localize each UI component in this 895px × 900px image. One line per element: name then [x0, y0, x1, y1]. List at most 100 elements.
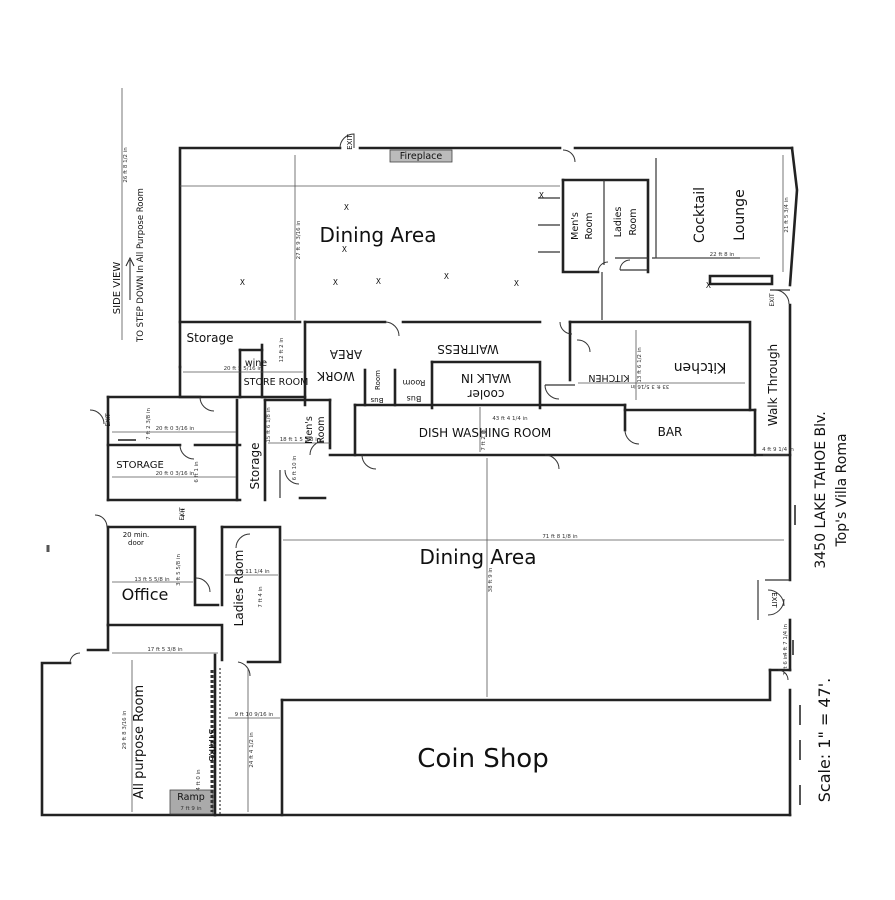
doors [69, 133, 790, 681]
dim-exit-corridor-2: 7 ft 6 in [783, 654, 789, 676]
storage-left-label: STORAGE [116, 460, 164, 471]
dim-dining-bottom-height: 38 ft 9 in [488, 567, 494, 592]
waitress-label: WAITRESS [437, 342, 498, 356]
dim-exit-corridor: 4 ft 7 1/4 in [783, 624, 789, 656]
fireplace-label: Fireplace [400, 151, 443, 162]
lounge-label: Lounge [732, 189, 748, 240]
bus-room-1-label-a: Bus [370, 396, 383, 404]
twenty-min-door-label-1: 20 min. [123, 531, 150, 539]
exit-right-top-label: EXIT [769, 293, 776, 307]
dim-cocktail-width: 22 ft 8 in [710, 252, 735, 258]
dim-ladies-width: 6 ft 11 1/4 in [234, 569, 270, 575]
x-mark: X [706, 281, 711, 290]
dim-kitchen-height: 13 ft 6 1/2 in [637, 347, 643, 383]
walk-through-label: Walk Through [766, 344, 780, 426]
wine-label: wine [245, 358, 267, 369]
dim-all-purpose-width: 17 ft 5 3/8 in [147, 647, 183, 653]
dining-area-bottom-label: Dining Area [420, 545, 537, 569]
dim-stairs-width: 9 ft 10 9/16 in [235, 712, 274, 718]
side-view-label-1: SIDE VIEW [112, 262, 123, 315]
x-mark: X [376, 277, 381, 286]
work-area-label-1: WORK [316, 369, 355, 383]
kitchen-small-label: KITCHEN [588, 372, 629, 383]
work-area-label-2: AREA [329, 347, 362, 361]
exit-right-mid-label: EXIT [770, 592, 778, 608]
bus-room-2-label-a: Bus [407, 394, 422, 403]
dining-area-top-label: Dining Area [320, 223, 437, 247]
x-mark: X [344, 203, 349, 212]
dimension-lines [112, 88, 788, 812]
dim-storage-left-width-2: 20 ft 0 3/16 in [156, 471, 195, 477]
x-mark: X [342, 245, 347, 254]
dim-dish-height: 7 ft 2 in [481, 429, 487, 451]
mens-room-mid-label-1: Men's [304, 416, 315, 444]
dim-stairs-height: 24 ft 4 1/2 in [249, 732, 255, 768]
dim-kitchen-width: 33 ft 3 5/16 in [630, 383, 669, 389]
dim-storage-left-h1: 7 ft 2 3/8 in [146, 408, 152, 440]
dim-storage-mid-height: 15 ft 6 1/8 in [266, 407, 272, 443]
bus-room-1-label-b: Room [374, 370, 382, 390]
fireplace-block [389, 149, 453, 163]
dish-washing-label: DISH WASHING ROOM [419, 426, 552, 440]
x-mark: X [539, 191, 544, 200]
column-x-marks: X X X X X X X X X [240, 191, 711, 290]
side-view-label-2: TO STEP DOWN In All Purpose Room [136, 188, 146, 343]
exit-left-label: EXIT [105, 413, 112, 427]
x-mark: X [444, 272, 449, 281]
cocktail-label: Cocktail [692, 187, 708, 243]
ramp-block [169, 789, 214, 815]
mens-room-top-label-1: Men's [570, 212, 581, 240]
window-marks [46, 439, 801, 805]
mens-room-mid-label-2: Room [316, 416, 327, 443]
dim-storage-mid-small: 6 ft 10 in [292, 455, 298, 480]
walk-in-label-2: cooler [467, 387, 504, 401]
ramp-label: Ramp [177, 792, 205, 803]
dim-dining-bottom-width: 71 ft 8 1/8 in [542, 534, 578, 540]
x-mark: X [514, 279, 519, 288]
x-mark: X [240, 278, 245, 287]
dim-ramp-width: 7 ft 9 in [180, 806, 202, 812]
twenty-min-door-label-2: door [128, 539, 144, 547]
step-down-arrow [125, 256, 135, 300]
coin-shop-label: Coin Shop [417, 744, 548, 774]
dim-all-purpose-height: 29 ft 8 3/16 in [122, 710, 128, 749]
storage-mid-label: Storage [248, 443, 262, 490]
exit-small-left-label: EXIT [179, 507, 186, 521]
dim-top-vertical: 26 ft 8 1/2 in [123, 147, 129, 183]
store-room-label: STORE ROOM [244, 377, 309, 388]
office-label: Office [122, 585, 169, 604]
dim-storage-left-h2: 6 ft 1 in [194, 461, 200, 483]
dim-walk-in: 43 ft 4 1/4 in [492, 416, 528, 422]
storage-top-label: Storage [187, 331, 234, 345]
business-name-label: Top's Villa Roma [834, 433, 850, 547]
dim-storage-left-width-1: 20 ft 0 3/16 in [156, 426, 195, 432]
dim-office-width: 13 ft 5 5/8 in [134, 577, 170, 583]
interior-walls [106, 158, 792, 817]
bus-room-2-label-b: Room [402, 378, 425, 387]
dim-ramp-height: 4 ft 0 in [196, 769, 202, 791]
address-label: 3450 LAKE TAHOE Blv. [813, 411, 829, 568]
dim-ladies-height: 7 ft 4 in [258, 586, 264, 608]
scale-label: Scale: 1" = 47'. [815, 678, 834, 802]
ladies-room-bottom-label: Ladies Room [232, 550, 246, 627]
dim-office-height: 3 ft 5 5/8 in [176, 554, 182, 586]
dim-wine-store-width: 20 ft 5 5/16 in [224, 366, 263, 372]
mens-room-top-label-2: Room [584, 212, 595, 239]
x-mark: X [333, 278, 338, 287]
ladies-room-top-label-1: Ladies [613, 207, 624, 238]
dim-bar-height: 4 ft 9 1/4 in [762, 447, 794, 453]
dim-dining-top-vertical: 27 ft 9 3/16 in [296, 220, 302, 259]
dim-cocktail-vertical: 21 ft 5 3/4 in [784, 197, 790, 233]
dim-storage-mid-width: 18 ft 1 5 5/8 in [280, 437, 321, 443]
dim-wine-store-height: 12 ft 2 in [279, 337, 285, 362]
kitchen-label: Kitchen [674, 359, 727, 375]
stairs-label: STAIRS [206, 728, 217, 761]
dim-small-4ft: 4 ft [181, 508, 187, 518]
exterior-walls [40, 146, 799, 817]
exit-top-label: EXIT [346, 133, 354, 149]
walk-in-label-1: WALK IN [461, 371, 511, 385]
bar-label: BAR [658, 425, 683, 439]
ladies-room-top-label-2: Room [628, 208, 639, 235]
all-purpose-room-label: All purpose Room [132, 685, 147, 799]
